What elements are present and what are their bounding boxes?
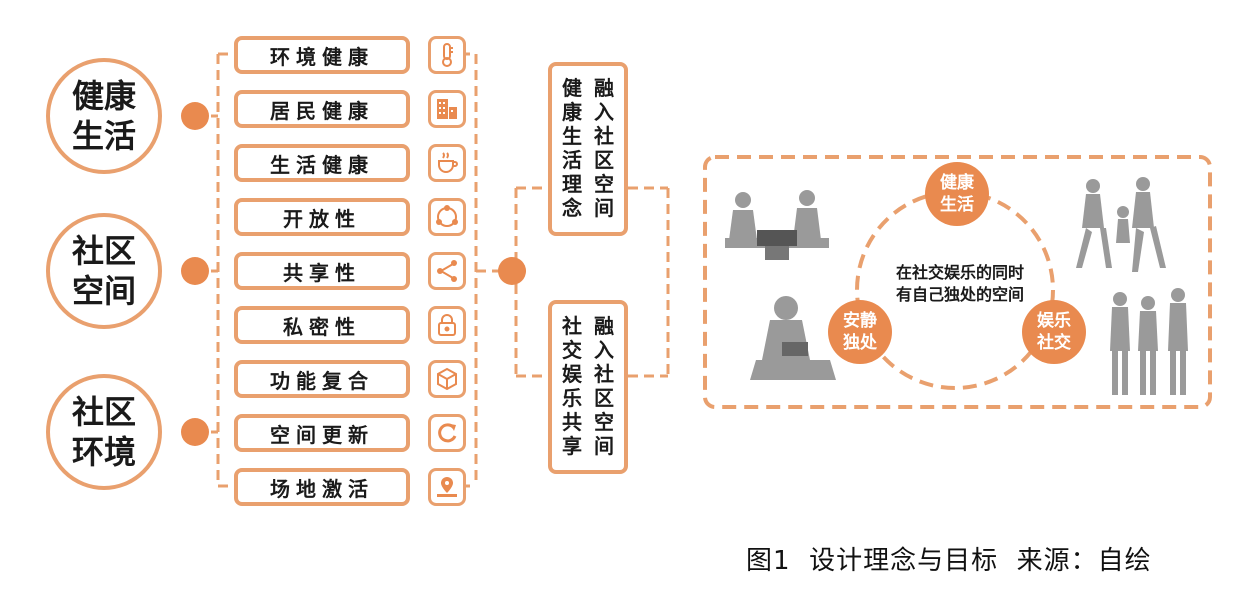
item-label: 功能复合 (270, 368, 374, 393)
circular-nodes-icon (428, 198, 466, 236)
goal-center-line: 有自己独处的空间 (895, 285, 1024, 304)
concept-social-sharing: 社交娱乐共享 融入社区空间 (548, 300, 628, 474)
category-community-environment: 社区环境 (46, 374, 162, 490)
goal-node-healthy-living: 健康生活 (925, 162, 989, 226)
thermometer-icon (428, 36, 466, 74)
category-label: 社区空间 (71, 232, 136, 310)
item-label: 共享性 (283, 260, 361, 285)
category-label: 健康生活 (71, 77, 136, 155)
category-community-space: 社区空间 (46, 213, 162, 329)
cup-icon (428, 144, 466, 182)
building-icon (428, 90, 466, 128)
connector-dot-center (498, 257, 526, 285)
concept-text: 融入社区空间 (594, 76, 614, 220)
share-icon (428, 252, 466, 290)
item-label: 生活健康 (270, 152, 374, 177)
item-label: 空间更新 (270, 422, 374, 447)
item-label: 场地激活 (270, 476, 374, 501)
item-resident-health: 居民健康 (234, 90, 410, 128)
concept-healthy-living: 健康生活理念 融入社区空间 (548, 62, 628, 236)
concept-text: 健康生活理念 (562, 76, 582, 220)
item-life-health: 生活健康 (234, 144, 410, 182)
goal-node-label: 娱乐社交 (1037, 311, 1071, 353)
goal-center-line: 在社交娱乐的同时 (895, 263, 1024, 282)
item-label: 居民健康 (270, 98, 374, 123)
concept-text: 融入社区空间 (594, 314, 614, 458)
woman-reading-image (750, 296, 836, 380)
item-privacy: 私密性 (234, 306, 410, 344)
connector-dot (181, 257, 209, 285)
item-label: 开放性 (283, 206, 361, 231)
item-function-mix: 功能复合 (234, 360, 410, 398)
item-space-renewal: 空间更新 (234, 414, 410, 452)
connector-dot (181, 102, 209, 130)
connector-dot (181, 418, 209, 446)
goal-center-text: 在社交娱乐的同时 有自己独处的空间 (880, 262, 1040, 306)
category-healthy-living: 健康生活 (46, 58, 162, 174)
item-environment-health: 环境健康 (234, 36, 410, 74)
refresh-icon (428, 414, 466, 452)
group-people-image (1110, 288, 1188, 395)
goal-node-quiet-solitude: 安静独处 (828, 300, 892, 364)
goal-node-label: 安静独处 (843, 311, 877, 353)
item-site-activation: 场地激活 (234, 468, 410, 506)
category-label: 社区环境 (71, 393, 136, 471)
item-openness: 开放性 (234, 198, 410, 236)
people-chess-image (725, 190, 829, 260)
goal-node-social-entertainment: 娱乐社交 (1022, 300, 1086, 364)
cube-icon (428, 360, 466, 398)
people-walking-image (1076, 177, 1166, 272)
item-label: 环境健康 (270, 44, 374, 69)
item-sharing: 共享性 (234, 252, 410, 290)
concept-text: 社交娱乐共享 (562, 314, 582, 458)
item-label: 私密性 (283, 314, 361, 339)
location-pin-icon (428, 468, 466, 506)
figure-caption: 图1 设计理念与目标 来源：自绘 (746, 546, 1152, 576)
lock-icon (428, 306, 466, 344)
goal-node-label: 健康生活 (940, 173, 974, 215)
